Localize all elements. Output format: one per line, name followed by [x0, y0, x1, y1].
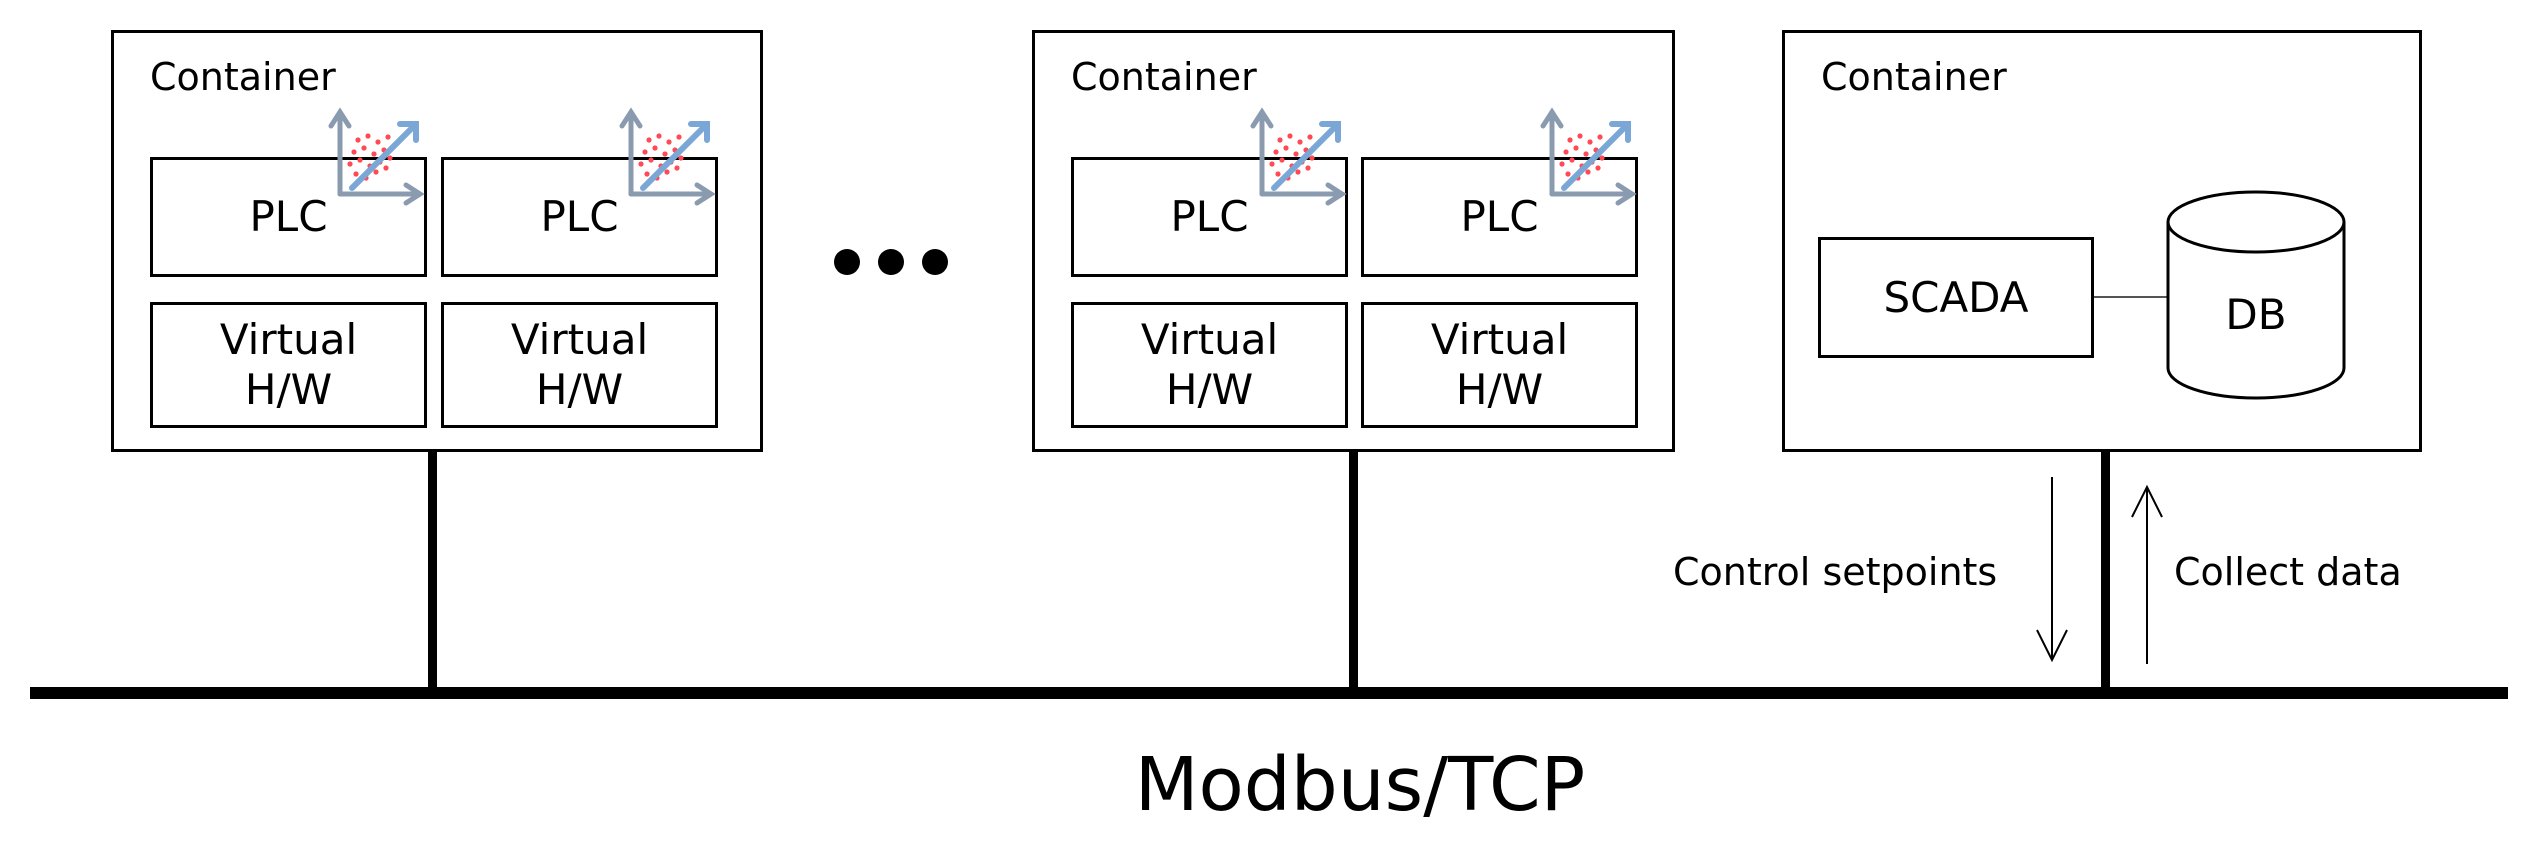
virtual-hw-label-line2: H/W	[1455, 365, 1544, 414]
plc-block: PLC	[1071, 157, 1348, 277]
ellipsis-dot	[834, 249, 860, 275]
container-2-drop-line	[1349, 450, 1358, 690]
virtual-hw-label-line1: Virtual	[1430, 315, 1569, 364]
virtual-hw-block: Virtual H/W	[1071, 302, 1348, 428]
virtual-hw-label-line1: Virtual	[219, 315, 358, 364]
scada-label: SCADA	[1883, 272, 2029, 322]
virtual-hw-block: Virtual H/W	[150, 302, 427, 428]
virtual-hw-block: Virtual H/W	[1361, 302, 1638, 428]
plc-label: PLC	[249, 192, 328, 241]
plc-block: PLC	[441, 157, 718, 277]
plc-block: PLC	[1361, 157, 1638, 277]
container-3-drop-line	[2101, 450, 2110, 690]
virtual-hw-label-line2: H/W	[535, 365, 624, 414]
plc-label: PLC	[540, 192, 619, 241]
control-setpoints-label: Control setpoints	[1673, 550, 1998, 594]
container-title: Container	[150, 55, 336, 99]
plc-block: PLC	[150, 157, 427, 277]
modbus-tcp-label: Modbus/TCP	[1134, 742, 1586, 828]
up-arrow-icon	[2131, 484, 2163, 664]
ellipsis-dot	[878, 249, 904, 275]
plc-label: PLC	[1460, 192, 1539, 241]
virtual-hw-label-line1: Virtual	[1140, 315, 1279, 364]
container-1-drop-line	[428, 450, 437, 690]
db-label: DB	[2225, 290, 2287, 339]
virtual-hw-label-line2: H/W	[244, 365, 333, 414]
virtual-hw-block: Virtual H/W	[441, 302, 718, 428]
virtual-hw-label-line2: H/W	[1165, 365, 1254, 414]
collect-data-label: Collect data	[2174, 550, 2402, 594]
container-title: Container	[1821, 55, 2007, 99]
modbus-bus-line	[30, 687, 2508, 699]
scada-block: SCADA	[1818, 237, 2094, 358]
plc-label: PLC	[1170, 192, 1249, 241]
container-title: Container	[1071, 55, 1257, 99]
virtual-hw-label-line1: Virtual	[510, 315, 649, 364]
ellipsis-dot	[922, 249, 948, 275]
down-arrow-icon	[2036, 477, 2068, 663]
